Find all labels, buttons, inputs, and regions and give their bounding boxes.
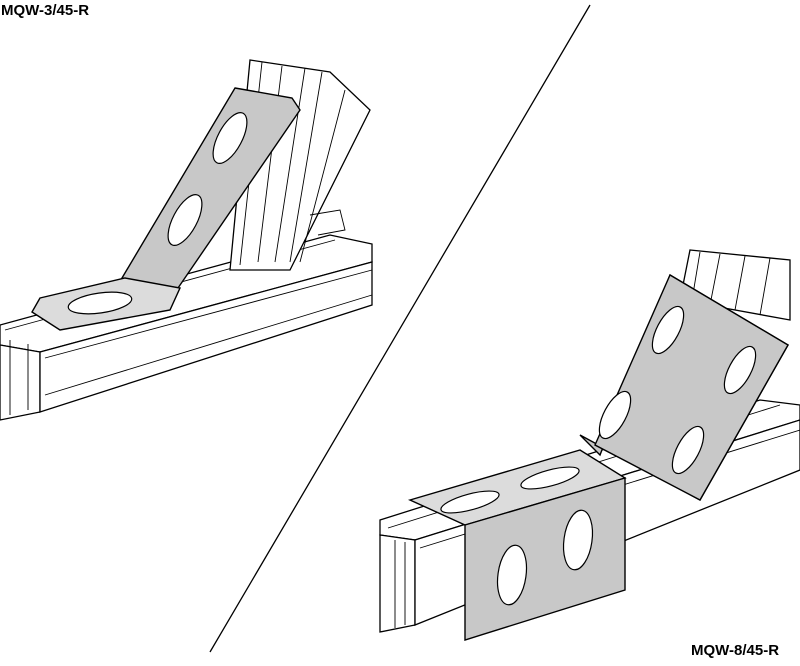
divider-line <box>209 4 591 653</box>
product-label-left: MQW-3/45-R <box>1 2 90 19</box>
product-label-right: MQW-8/45-R <box>691 642 780 659</box>
left-bracket-mqw-3-45-r <box>31 87 301 331</box>
right-bracket-mqw-8-45-r <box>407 273 789 641</box>
